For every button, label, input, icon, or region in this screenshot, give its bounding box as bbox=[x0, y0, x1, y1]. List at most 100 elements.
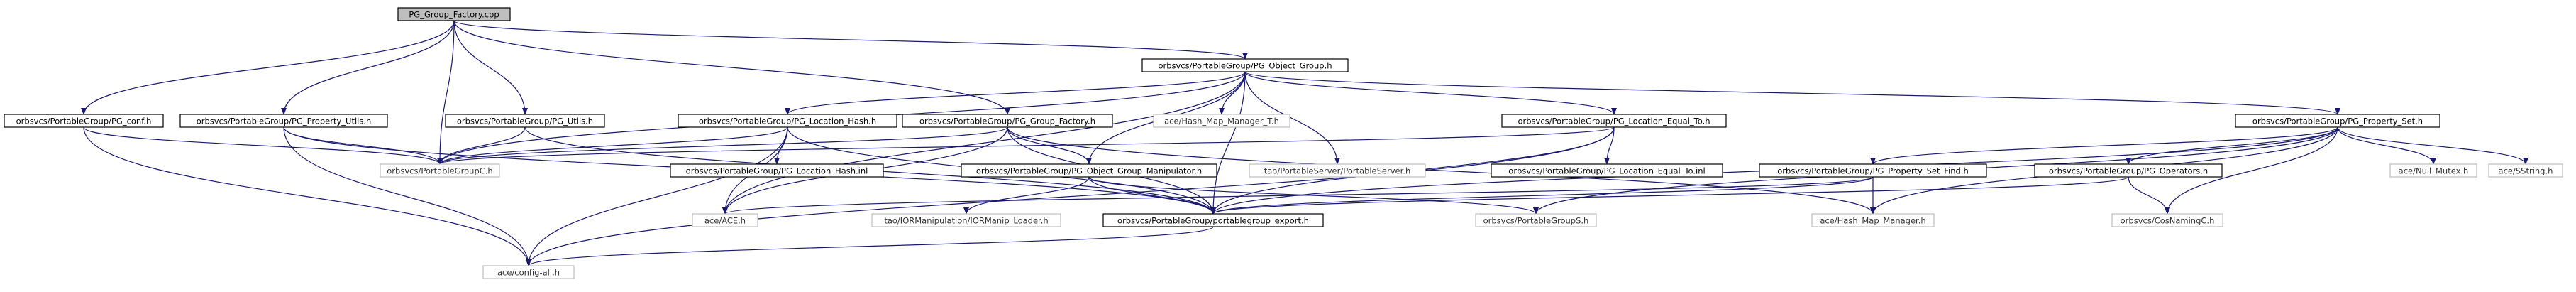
node-label: ace/SString.h bbox=[2499, 166, 2553, 176]
edge-pg_property_set_find_h-to-portablegroup_export_h bbox=[1210, 176, 1874, 215]
node-hash-map-manager-h: ace/Hash_Map_Manager.h bbox=[1811, 213, 1935, 227]
node-pg-location-hash-inl[interactable]: orbsvcs/PortableGroup/PG_Location_Hash.i… bbox=[670, 163, 884, 178]
node-label: orbsvcs/PortableGroup/PG_Utils.h bbox=[457, 117, 593, 126]
node-box bbox=[2034, 163, 2223, 178]
edge-pg_property_utils_h-to-config_all_h bbox=[283, 126, 531, 266]
node-pg-object-group-h[interactable]: orbsvcs/PortableGroup/PG_Object_Group.h bbox=[1141, 58, 1349, 72]
node-label: ace/Hash_Map_Manager_T.h bbox=[1164, 117, 1279, 126]
edge-pg_operators_h-to-portablegroup_export_h bbox=[1210, 176, 2129, 215]
edge-pg_property_set_find_h-to-ace_h bbox=[722, 176, 1874, 215]
edge-pg_object_group_h-to-portable_server_h bbox=[1244, 71, 1340, 165]
node-box bbox=[445, 114, 605, 128]
node-label: orbsvcs/PortableGroup/PG_conf.h bbox=[16, 117, 152, 126]
edge-pg_location_hash_h-to-pg_location_hash_inl bbox=[774, 126, 788, 165]
node-label: ace/ACE.h bbox=[704, 216, 746, 226]
node-label: ace/config-all.h bbox=[497, 268, 560, 278]
edge-pg_group_factory_cpp-to-pg_object_group_h bbox=[453, 20, 1248, 60]
edge-pg_object_group_h-to-ace_h bbox=[722, 71, 1246, 215]
edge-pg_property_utils_h-to-portable_group_c_h bbox=[283, 126, 443, 165]
node-portable-group-s-h: orbsvcs/PortableGroupS.h bbox=[1475, 213, 1597, 227]
edge-pg_property_set_h-to-pg_property_set_find_h bbox=[1870, 126, 2338, 165]
node-cos-naming-c-h: orbsvcs/CosNamingC.h bbox=[2111, 213, 2223, 227]
edge-pg_object_group_h-to-pg_location_equal_to_h bbox=[1244, 71, 1617, 115]
edge-pg_location_hash_h-to-config_all_h bbox=[526, 126, 788, 266]
node-box bbox=[1249, 163, 1426, 178]
node-pg-property-set-h[interactable]: orbsvcs/PortableGroup/PG_Property_Set.h bbox=[2235, 114, 2440, 128]
node-portable-group-c-h: orbsvcs/PortableGroupC.h bbox=[380, 163, 500, 178]
node-box bbox=[1501, 114, 1727, 128]
node-box bbox=[692, 213, 758, 227]
node-pg-group-factory-cpp[interactable]: PG_Group_Factory.cpp bbox=[397, 7, 511, 21]
node-box bbox=[670, 163, 884, 178]
node-box bbox=[2111, 213, 2223, 227]
node-box bbox=[961, 163, 1217, 178]
node-label: orbsvcs/PortableGroup/PG_Location_Equal_… bbox=[1518, 117, 1710, 126]
node-label: ace/Null_Mutex.h bbox=[2399, 166, 2469, 176]
node-box bbox=[179, 114, 388, 128]
edge-pg_location_equal_to_h-to-portable_group_c_h bbox=[437, 126, 1615, 165]
node-pg-conf-h[interactable]: orbsvcs/PortableGroup/PG_conf.h bbox=[4, 114, 164, 128]
node-box bbox=[2389, 163, 2477, 178]
node-pg-group-factory-h[interactable]: orbsvcs/PortableGroup/PG_Group_Factory.h bbox=[902, 114, 1113, 128]
edge-pg_property_set_h-to-pg_operators_h bbox=[2126, 126, 2338, 165]
edge-pg_property_set_h-to-sstring_h bbox=[2337, 126, 2528, 165]
node-sstring-h: ace/SString.h bbox=[2488, 163, 2563, 178]
node-box bbox=[1475, 213, 1597, 227]
edge-pg_location_hash_h-to-portable_group_c_h bbox=[437, 126, 788, 165]
node-label: orbsvcs/PortableGroupS.h bbox=[1483, 216, 1589, 226]
edges-layer bbox=[81, 20, 2528, 266]
node-label: orbsvcs/PortableGroup/PG_Operators.h bbox=[2049, 166, 2208, 176]
node-portablegroup-export-h[interactable]: orbsvcs/PortableGroup/portablegroup_expo… bbox=[1102, 213, 1324, 227]
node-pg-operators-h[interactable]: orbsvcs/PortableGroup/PG_Operators.h bbox=[2034, 163, 2223, 178]
edge-pg_group_factory_cpp-to-portable_group_c_h bbox=[437, 20, 455, 165]
node-box bbox=[1102, 213, 1324, 227]
node-pg-location-equal-to-inl[interactable]: orbsvcs/PortableGroup/PG_Location_Equal_… bbox=[1491, 163, 1723, 178]
node-hash-map-manager-t-h: ace/Hash_Map_Manager_T.h bbox=[1153, 114, 1290, 128]
edge-portablegroup_export_h-to-config_all_h bbox=[526, 226, 1214, 266]
edge-pg_operators_h-to-cos_naming_c_h bbox=[2128, 176, 2170, 215]
node-label: orbsvcs/CosNamingC.h bbox=[2121, 216, 2215, 226]
node-label: orbsvcs/PortableGroup/PG_Object_Group_Ma… bbox=[976, 166, 1202, 176]
node-pg-property-utils-h[interactable]: orbsvcs/PortableGroup/PG_Property_Utils.… bbox=[179, 114, 388, 128]
node-config-all-h: ace/config-all.h bbox=[482, 265, 575, 279]
node-pg-object-group-manipulator-h[interactable]: orbsvcs/PortableGroup/PG_Object_Group_Ma… bbox=[961, 163, 1217, 178]
edge-pg_conf_h-to-config_all_h bbox=[83, 126, 531, 266]
node-label: orbsvcs/PortableGroup/portablegroup_expo… bbox=[1117, 216, 1309, 226]
edge-pg_group_factory_cpp-to-pg_conf_h bbox=[81, 20, 455, 115]
node-pg-location-hash-h[interactable]: orbsvcs/PortableGroup/PG_Location_Hash.h bbox=[678, 114, 897, 128]
node-box bbox=[1811, 213, 1935, 227]
node-box bbox=[380, 163, 500, 178]
node-box bbox=[397, 7, 511, 21]
node-label: orbsvcs/PortableGroup/PG_Group_Factory.h bbox=[919, 117, 1095, 126]
node-box bbox=[4, 114, 164, 128]
node-pg-location-equal-to-h[interactable]: orbsvcs/PortableGroup/PG_Location_Equal_… bbox=[1501, 114, 1727, 128]
node-label: orbsvcs/PortableGroup/PG_Location_Hash.h bbox=[699, 117, 876, 126]
node-pg-property-set-find-h[interactable]: orbsvcs/PortableGroup/PG_Property_Set_Fi… bbox=[1759, 163, 1987, 178]
node-label: orbsvcs/PortableGroupC.h bbox=[387, 166, 492, 176]
node-box bbox=[678, 114, 897, 128]
node-box bbox=[2488, 163, 2563, 178]
edge-pg_property_set_h-to-null_mutex_h bbox=[2337, 126, 2436, 165]
node-ace-h: ace/ACE.h bbox=[692, 213, 758, 227]
node-label: tao/PortableServer/PortableServer.h bbox=[1264, 166, 1410, 176]
edge-pg_utils_h-to-portable_group_c_h bbox=[437, 126, 526, 165]
node-box bbox=[482, 265, 575, 279]
node-label: orbsvcs/PortableGroup/PG_Object_Group.h bbox=[1158, 61, 1332, 71]
edge-pg_group_factory_h-to-hash_map_manager_h bbox=[1007, 126, 1876, 215]
node-portable-server-h: tao/PortableServer/PortableServer.h bbox=[1249, 163, 1426, 178]
edge-pg_group_factory_cpp-to-pg_utils_h bbox=[453, 20, 528, 115]
node-label: tao/IORManipulation/IORManip_Loader.h bbox=[884, 216, 1048, 226]
edge-pg_object_group_manipulator_h-to-portablegroup_export_h bbox=[1088, 176, 1216, 215]
edge-pg_property_set_h-to-cos_naming_c_h bbox=[2165, 126, 2338, 215]
node-box bbox=[1491, 163, 1723, 178]
edge-pg_location_equal_to_h-to-config_all_h bbox=[526, 126, 1615, 266]
edge-pg_object_group_manipulator_h-to-iormanip_loader_h bbox=[963, 176, 1090, 215]
node-label: orbsvcs/PortableGroup/PG_Location_Equal_… bbox=[1508, 166, 1705, 176]
node-label: PG_Group_Factory.cpp bbox=[409, 10, 499, 20]
node-box bbox=[902, 114, 1113, 128]
node-null-mutex-h: ace/Null_Mutex.h bbox=[2389, 163, 2477, 178]
edge-pg_group_factory_cpp-to-pg_property_utils_h bbox=[281, 20, 455, 115]
node-pg-utils-h[interactable]: orbsvcs/PortableGroup/PG_Utils.h bbox=[445, 114, 605, 128]
node-box bbox=[1759, 163, 1987, 178]
